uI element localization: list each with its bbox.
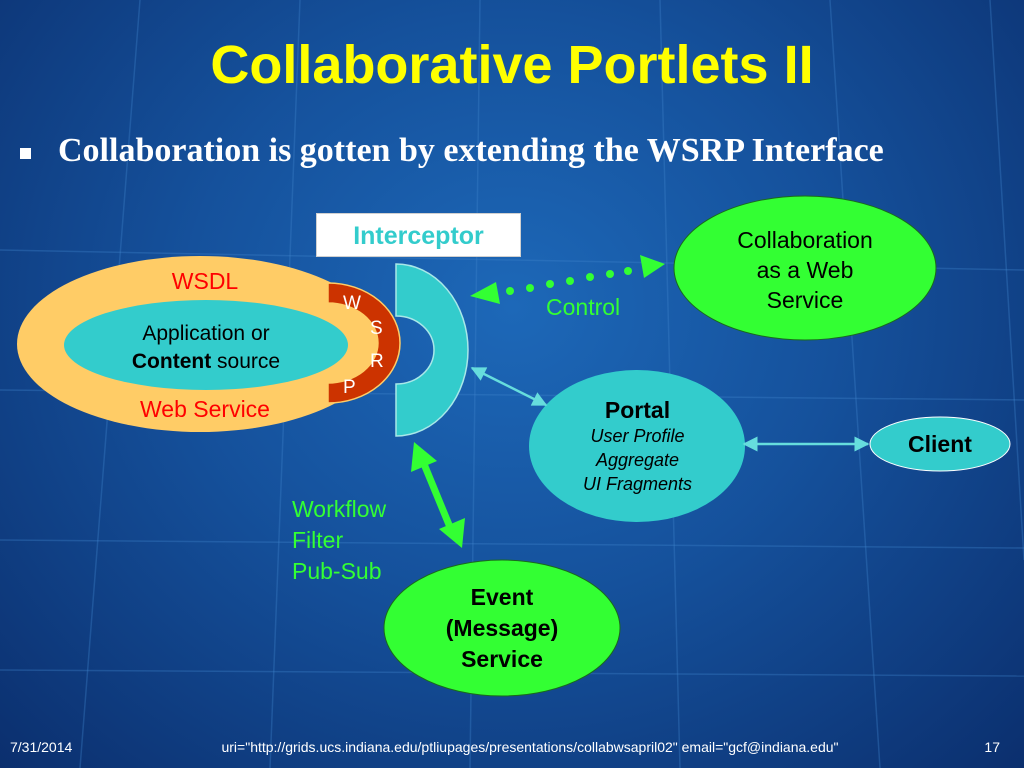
wsrp-band [327, 282, 401, 404]
footer-date: 7/31/2014 [10, 739, 73, 755]
application-line-1: Application or [142, 322, 270, 345]
event-line-3: Service [461, 646, 543, 672]
application-label: Application or Content source [96, 320, 316, 376]
interceptor-shape [395, 263, 469, 437]
content-word: Content [131, 350, 212, 373]
application-line-2: Content source [96, 348, 316, 376]
control-label: Control [546, 294, 621, 320]
workflow-label: Workflow Filter Pub-Sub [292, 494, 386, 587]
portal-line-1: User Profile [590, 426, 685, 446]
control-arrow [470, 255, 665, 304]
interceptor-portal-arrow [470, 366, 548, 407]
wsrp-letter-w: W [343, 293, 361, 314]
collaboration-service-label: Collaboration as a Web Service [690, 225, 920, 315]
collaboration-line-2: as a Web [756, 257, 854, 283]
workflow-line-3: Pub-Sub [292, 558, 382, 584]
portal-label: Portal User Profile Aggregate UI Fragmen… [540, 396, 735, 496]
workflow-line-2: Filter [292, 527, 344, 553]
workflow-line-1: Workflow [292, 496, 387, 522]
portal-ellipse [529, 370, 745, 522]
bullet-marker [20, 148, 31, 159]
portal-line-3: UI Fragments [582, 474, 693, 494]
portal-title: Portal [604, 397, 671, 423]
event-line-1: Event [470, 584, 534, 610]
footer-page-number: 17 [984, 739, 1000, 755]
collaboration-line-1: Collaboration [737, 227, 873, 253]
application-ellipse [64, 300, 348, 390]
event-service-ellipse [383, 559, 621, 697]
source-word: source [211, 350, 281, 373]
wsrp-letter-s: S [370, 318, 383, 339]
bullet-text: Collaboration is gotten by extending the… [58, 132, 884, 169]
client-ellipse [869, 416, 1011, 472]
slide-title: Collaborative Portlets II [210, 35, 814, 95]
collaboration-service-ellipse [673, 195, 937, 341]
client-label: Client [908, 431, 972, 457]
portal-line-2: Aggregate [595, 450, 680, 470]
event-line-2: (Message) [445, 615, 559, 641]
interceptor-label: Interceptor [316, 213, 521, 257]
wsdl-label: WSDL [171, 268, 239, 294]
event-service-label: Event (Message) Service [402, 582, 602, 675]
wsrp-letter-p: P [343, 377, 356, 398]
web-service-label: Web Service [140, 396, 270, 422]
collaboration-line-3: Service [766, 287, 844, 313]
wsrp-letter-r: R [370, 351, 384, 372]
interceptor-event-arrow [411, 442, 465, 548]
footer-uri: uri="http://grids.ucs.indiana.edu/ptliup… [221, 739, 839, 755]
